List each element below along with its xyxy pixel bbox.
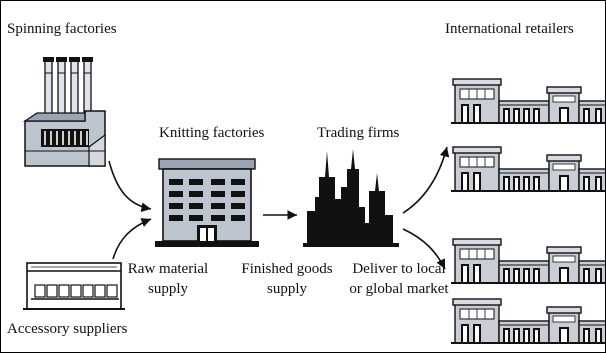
deliver-line-1: Deliver to local — [352, 261, 446, 277]
finished-goods-line-1: Finished goods — [241, 261, 333, 277]
finished-goods-line-2: supply — [266, 281, 307, 297]
label-spinning-factories: Spinning factories — [7, 21, 117, 37]
arrow-trading-to-retailers-upper — [402, 146, 450, 214]
spinning-factory-icon — [22, 57, 106, 167]
retailer-store-4 — [450, 298, 605, 344]
arrow-trading-to-retailers-lower — [402, 228, 446, 270]
retailer-store-2 — [450, 146, 605, 192]
label-trading-firms: Trading firms — [317, 125, 400, 141]
retailer-store-1 — [450, 78, 605, 124]
raw-material-line-1: Raw material — [127, 261, 209, 277]
label-deliver-to-market: Deliver to local or global market — [343, 259, 455, 299]
arrow-accessory-to-knitting — [112, 218, 152, 260]
label-international-retailers: International retailers — [445, 21, 574, 37]
label-knitting-factories: Knitting factories — [159, 125, 265, 141]
raw-material-line-2: supply — [147, 281, 188, 297]
label-raw-material-supply: Raw material supply — [123, 259, 213, 299]
trading-firms-icon — [303, 149, 399, 247]
accessory-supplier-icon — [23, 262, 125, 310]
knitting-factory-icon — [155, 158, 259, 247]
retailer-store-3 — [450, 238, 605, 284]
label-finished-goods-supply: Finished goods supply — [237, 259, 337, 299]
label-accessory-suppliers: Accessory suppliers — [7, 321, 128, 337]
deliver-line-2: or global market — [349, 281, 449, 297]
arrow-spinning-to-knitting — [108, 160, 152, 212]
